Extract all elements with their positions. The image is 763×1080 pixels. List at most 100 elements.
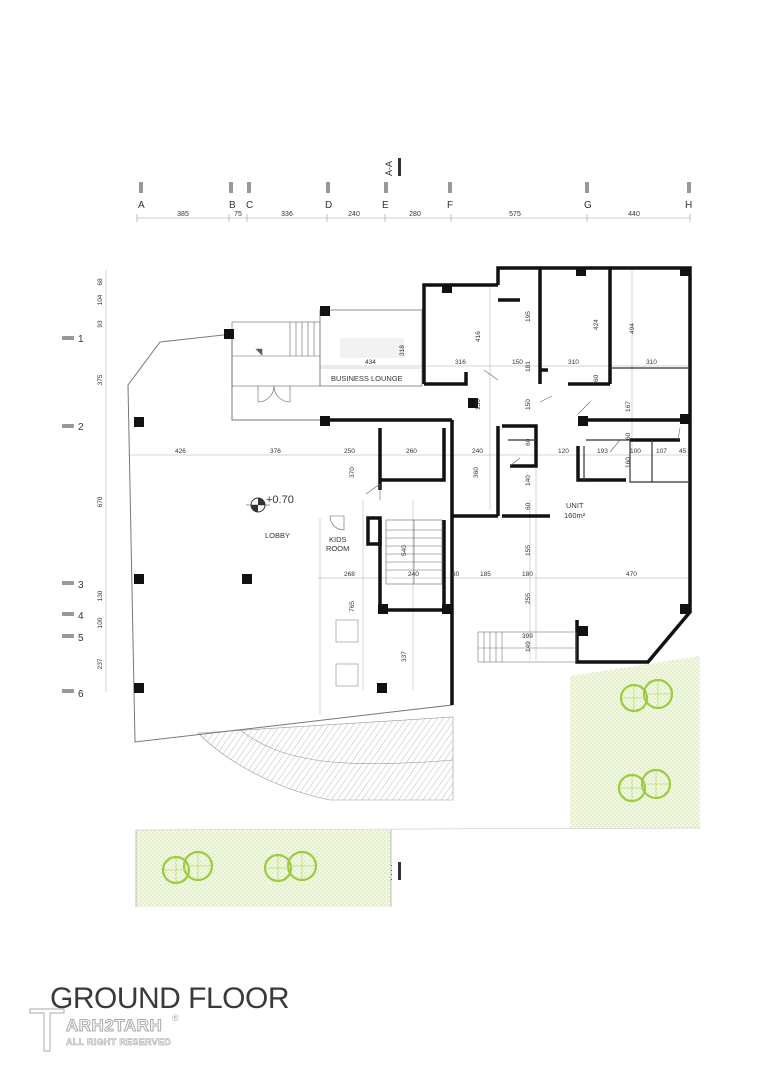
grid-col-label: C (246, 200, 253, 211)
dim-label: 494 (629, 323, 636, 334)
dim-label: 399 (522, 633, 533, 640)
tree-detail (164, 681, 671, 882)
dim-label: 370 (349, 467, 356, 478)
row-dim-label: 93 (97, 320, 104, 328)
dim-label: 434 (365, 359, 376, 366)
dim-label: 167 (625, 401, 632, 412)
dim-label: 268 (344, 571, 355, 578)
dim-label: 195 (525, 311, 532, 322)
stair-core (385, 519, 443, 585)
dim-label: 60 (525, 502, 532, 510)
dim-label: 150 (512, 359, 523, 366)
dim-label: 250 (344, 448, 355, 455)
grid-col-label: G (584, 200, 592, 211)
walls-thin (508, 367, 690, 483)
level-label: +0.70 (266, 494, 294, 506)
dim-label: 260 (406, 448, 417, 455)
room-label-kids: KIDS (329, 535, 347, 544)
dim-label: 360 (473, 467, 480, 478)
ramp-stairs (477, 631, 577, 663)
column-spacing-label: 280 (409, 211, 421, 218)
dim-label: 181 (525, 361, 532, 372)
grid-row-label: 3 (78, 580, 84, 591)
site-edge (135, 827, 701, 831)
grid-col-label: H (685, 200, 692, 211)
dim-label: 376 (270, 448, 281, 455)
grid-row-label: 6 (78, 689, 84, 700)
dim-label: 424 (593, 319, 600, 330)
grid-col-label: A (138, 200, 145, 211)
row-dim-label: 375 (97, 374, 104, 385)
watermark-brand: ARH2TARH (65, 1016, 163, 1036)
grid-row-label: 4 (78, 611, 84, 622)
grid-col-label: E (382, 200, 389, 211)
door-swing (365, 483, 381, 500)
column-spacing-label: 385 (177, 211, 189, 218)
level-marker-icon (246, 497, 270, 513)
dim-label: 155 (525, 545, 532, 556)
dim-label: 60 (452, 571, 460, 578)
dim-label: 180 (522, 571, 533, 578)
walls (322, 266, 692, 705)
dim-label: 150 (475, 399, 482, 410)
grid-col-label: B (229, 200, 236, 211)
ramp-curve (239, 729, 454, 765)
row-dim-label: 130 (97, 590, 104, 601)
grid-row-label: 2 (78, 422, 84, 433)
dim-label: 45 (679, 448, 687, 455)
ramp-hatch (197, 716, 454, 801)
dim-label: 470 (626, 571, 637, 578)
svg-text:A-A: A-A (384, 161, 394, 176)
room-label-business-lounge: BUSINESS LOUNGE (331, 374, 403, 383)
row-markers (62, 336, 74, 693)
dim-label: 60 (525, 438, 532, 446)
dim-label: 310 (646, 359, 657, 366)
structural-columns (134, 268, 690, 693)
logo-icon (29, 1008, 65, 1052)
garden-right (570, 656, 700, 828)
stair-top (231, 321, 321, 387)
row-dim-label: 104 (97, 294, 104, 305)
dim-label: 140 (525, 475, 532, 486)
row-dim-label: 670 (97, 496, 104, 507)
column-spacing-label: 75 (234, 211, 242, 218)
dimension-lines (128, 270, 690, 715)
grid-row-label: 1 (78, 334, 84, 345)
dim-label: 310 (568, 359, 579, 366)
drawing-title: GROUND FLOOR (50, 982, 290, 1015)
entrance-door (257, 385, 291, 403)
column-spacing-label: 440 (628, 211, 640, 218)
room-label-lobby: LOBBY (265, 531, 290, 540)
dim-label: 255 (525, 593, 532, 604)
dim-label: 337 (401, 651, 408, 662)
dim-label: 120 (558, 448, 569, 455)
furniture (335, 619, 359, 687)
row-dim-label: 100 (97, 617, 104, 628)
dim-label: 240 (408, 571, 419, 578)
column-spacing-label: 336 (281, 211, 293, 218)
column-markers (139, 182, 691, 193)
dim-label: 150 (525, 399, 532, 410)
section-marker-top: A-A (384, 158, 401, 176)
watermark-registered: ® (172, 1013, 179, 1023)
dim-label: 60 (625, 432, 632, 440)
business-lounge-room (319, 309, 423, 387)
grid-row-label: 5 (78, 633, 84, 644)
dim-label: 765 (349, 601, 356, 612)
kids-room-door (329, 515, 345, 531)
watermark-rights: ALL RIGHT RESERVED (66, 1037, 172, 1048)
dim-label: 540 (401, 545, 408, 556)
dim-label: 416 (475, 331, 482, 342)
dim-label: 316 (455, 359, 466, 366)
dim-label: 60 (593, 374, 600, 382)
dim-label: 318 (399, 345, 406, 356)
dim-label: 185 (480, 571, 491, 578)
room-label-unit-area: 160m² (564, 511, 586, 520)
tree-icon (161, 678, 674, 885)
column-spacing-label: 240 (348, 211, 360, 218)
garden-bottom-left (136, 830, 391, 907)
grid-col-label: D (325, 200, 332, 211)
column-spacing-label: 575 (509, 211, 521, 218)
dim-label: 149 (525, 641, 532, 652)
